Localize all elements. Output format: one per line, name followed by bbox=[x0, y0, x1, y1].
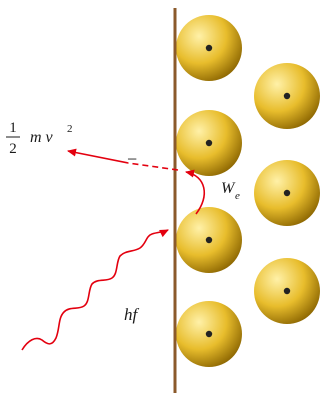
kinetic-energy-label: 1 2 m v 2 bbox=[6, 120, 73, 157]
electron-straight-arrow-icon bbox=[68, 151, 128, 163]
atom bbox=[176, 207, 242, 273]
atom bbox=[176, 15, 242, 81]
atom bbox=[254, 63, 320, 129]
photon-energy-label: hf bbox=[124, 305, 140, 324]
atom bbox=[176, 301, 242, 367]
metal-atoms bbox=[176, 15, 320, 367]
kinetic-mv: m v bbox=[30, 129, 54, 146]
kinetic-exponent: 2 bbox=[67, 123, 73, 135]
atom bbox=[254, 160, 320, 226]
atom bbox=[254, 258, 320, 324]
work-function-curved-arrow-icon bbox=[186, 172, 204, 214]
work-subscript: e bbox=[235, 190, 240, 202]
atom bbox=[176, 110, 242, 176]
photon-wavy-arrow-icon bbox=[22, 230, 168, 350]
minus-sign: − bbox=[127, 149, 137, 169]
fraction-numerator: 1 bbox=[9, 120, 17, 136]
fraction-denominator: 2 bbox=[9, 141, 17, 157]
work-function-label: W e bbox=[221, 180, 240, 202]
work-W: W bbox=[221, 180, 236, 197]
